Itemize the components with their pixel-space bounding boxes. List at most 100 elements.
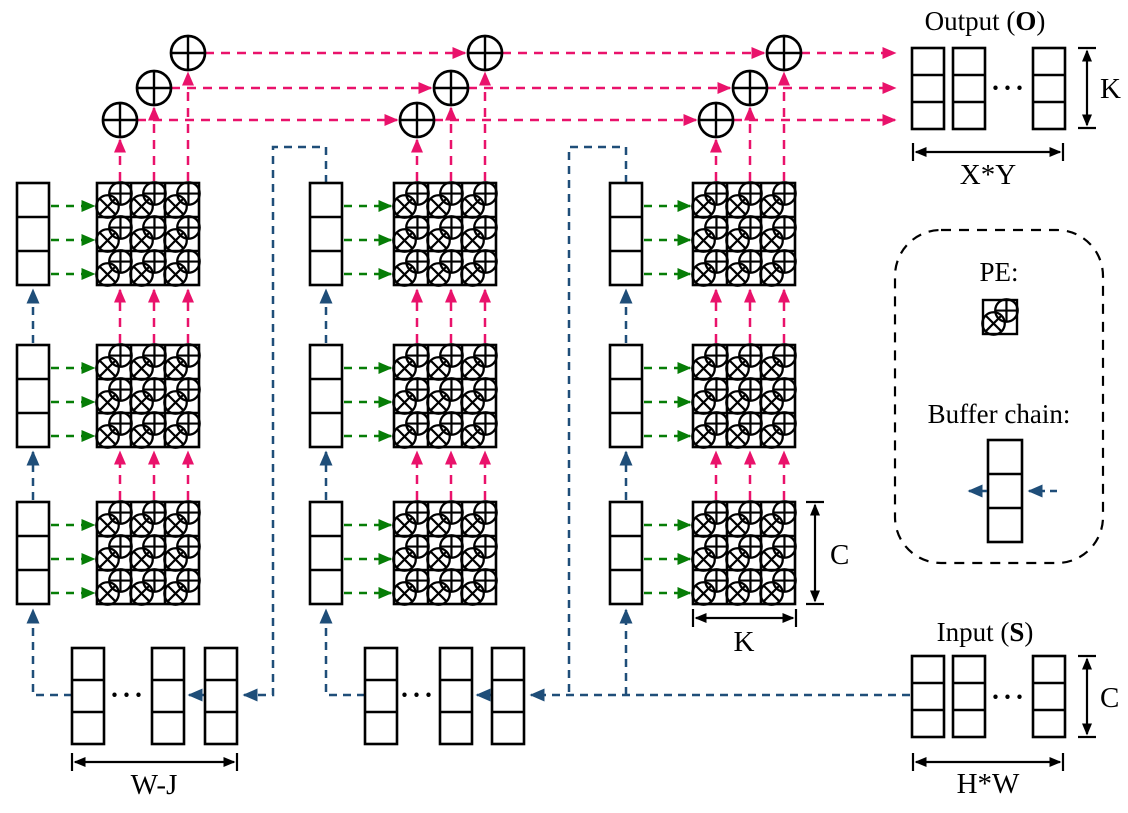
tile-buffer	[15, 181, 51, 287]
input-title-emph: S	[1009, 617, 1024, 647]
input-buffer	[951, 654, 987, 739]
multiplier-icon	[392, 581, 417, 606]
input-title-suffix: )	[1024, 617, 1033, 647]
tile-buffer	[608, 343, 644, 449]
multiplier-icon	[759, 513, 784, 538]
tile-buffer	[15, 500, 51, 606]
legend-box	[893, 228, 1105, 565]
col2-to-chain1-line	[242, 145, 328, 702]
multiplier-icon	[129, 547, 154, 572]
multiplier-icon	[426, 547, 451, 572]
chain-buffer	[150, 646, 186, 746]
multiplier-icon	[129, 513, 154, 538]
multiplier-icon	[129, 390, 154, 415]
multiplier-icon	[392, 513, 417, 538]
multiplier-icon	[691, 356, 716, 381]
multiplier-icon	[95, 581, 120, 606]
input-ellipsis: ···	[991, 682, 1027, 712]
multiplier-icon	[95, 356, 120, 381]
multiplier-icon	[691, 424, 716, 449]
multiplier-icon	[392, 424, 417, 449]
multiplier-icon	[725, 262, 750, 287]
chain-buffer	[363, 646, 399, 746]
output-ellipsis: ···	[991, 73, 1027, 103]
diagram-geometry	[15, 34, 1105, 771]
chain-buffer	[490, 646, 526, 746]
multiplier-icon	[129, 424, 154, 449]
multiplier-icon	[725, 424, 750, 449]
multiplier-icon	[460, 424, 485, 449]
chain1-ellipsis: ···	[110, 680, 146, 710]
multiplier-icon	[725, 547, 750, 572]
multiplier-icon	[392, 390, 417, 415]
tile-buffer	[608, 181, 644, 287]
buffer-chain-wj-label: W-J	[131, 769, 178, 801]
multiplier-icon	[426, 356, 451, 381]
multiplier-icon	[460, 390, 485, 415]
multiplier-icon	[759, 547, 784, 572]
tile-buffer	[308, 181, 344, 287]
multiplier-icon	[426, 424, 451, 449]
chain2-ellipsis: ···	[400, 680, 436, 710]
multiplier-icon	[163, 390, 188, 415]
multiplier-icon	[460, 513, 485, 538]
tile-buffer	[308, 343, 344, 449]
multiplier-icon	[460, 194, 485, 219]
multiplier-icon	[691, 228, 716, 253]
multiplier-icon	[129, 356, 154, 381]
multiplier-icon	[95, 513, 120, 538]
output-buffer	[910, 46, 946, 131]
multiplier-icon	[460, 581, 485, 606]
multiplier-icon	[725, 581, 750, 606]
output-xy-label: X*Y	[960, 159, 1016, 191]
multiplier-icon	[129, 262, 154, 287]
col3-to-chain2-line	[567, 145, 628, 693]
pe-array-k-label: K	[734, 626, 755, 658]
multiplier-icon	[392, 356, 417, 381]
multiplier-icon	[392, 228, 417, 253]
output-title-suffix: )	[1036, 6, 1045, 36]
chain-buffer	[203, 646, 239, 746]
input-title-prefix: Input (	[937, 617, 1010, 647]
multiplier-icon	[426, 228, 451, 253]
multiplier-icon	[759, 356, 784, 381]
tile-buffer	[308, 500, 344, 606]
chain-buffer	[438, 646, 474, 746]
multiplier-icon	[759, 390, 784, 415]
input-c-label: C	[1100, 682, 1119, 714]
multiplier-icon	[426, 390, 451, 415]
input-hw-label: H*W	[957, 768, 1020, 800]
tile-buffer	[608, 500, 644, 606]
multiplier-icon	[759, 228, 784, 253]
multiplier-icon	[460, 547, 485, 572]
multiplier-icon	[725, 513, 750, 538]
multiplier-icon	[725, 390, 750, 415]
multiplier-icon	[426, 262, 451, 287]
input-buffer	[1031, 654, 1067, 739]
output-title-prefix: Output (	[925, 6, 1016, 36]
multiplier-icon	[129, 228, 154, 253]
multiplier-icon	[981, 311, 1006, 336]
multiplier-icon	[163, 228, 188, 253]
multiplier-icon	[460, 262, 485, 287]
output-title: Output (O)	[925, 6, 1046, 36]
input-title: Input (S)	[937, 617, 1034, 647]
legend-buffer	[986, 438, 1024, 544]
multiplier-icon	[95, 194, 120, 219]
multiplier-icon	[725, 356, 750, 381]
multiplier-icon	[392, 194, 417, 219]
multiplier-icon	[392, 262, 417, 287]
multiplier-icon	[460, 228, 485, 253]
multiplier-icon	[163, 513, 188, 538]
multiplier-icon	[691, 513, 716, 538]
multiplier-icon	[129, 194, 154, 219]
chain-buffer	[70, 646, 106, 746]
input-buffer	[910, 654, 946, 739]
multiplier-icon	[95, 228, 120, 253]
multiplier-icon	[460, 356, 485, 381]
multiplier-icon	[691, 581, 716, 606]
multiplier-icon	[725, 228, 750, 253]
multiplier-icon	[691, 194, 716, 219]
